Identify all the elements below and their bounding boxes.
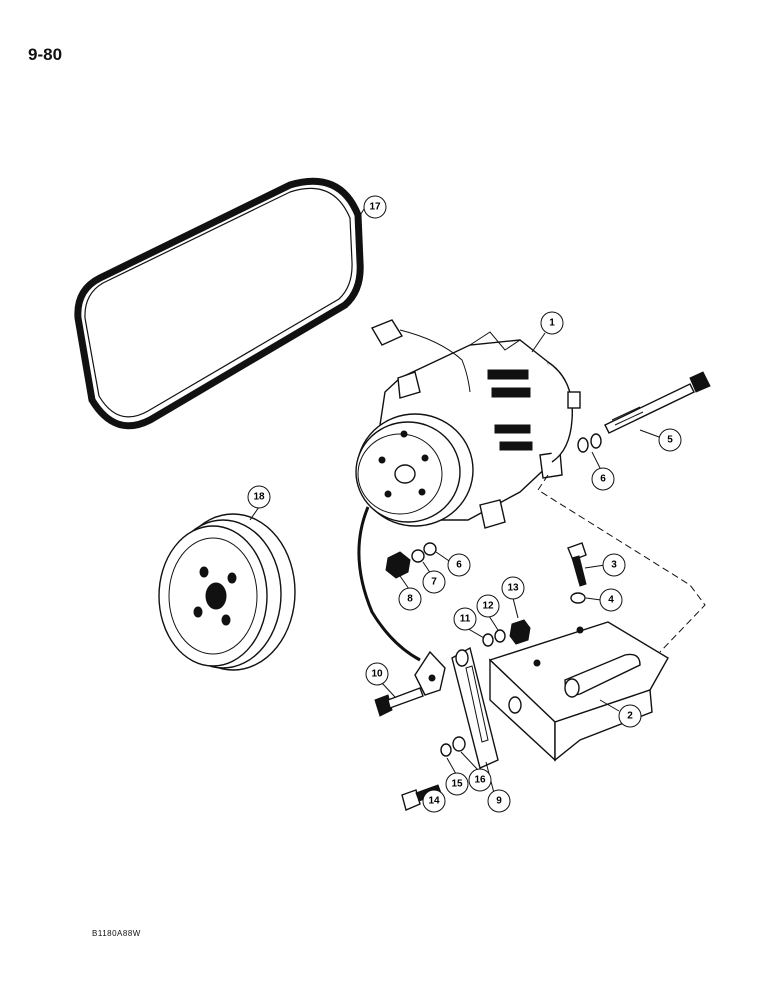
svg-text:9: 9 bbox=[496, 796, 502, 807]
svg-text:4: 4 bbox=[608, 595, 614, 606]
svg-text:2: 2 bbox=[627, 711, 633, 722]
callout-12: 12 bbox=[476, 594, 500, 618]
svg-text:3: 3 bbox=[611, 560, 617, 571]
svg-text:11: 11 bbox=[460, 614, 471, 625]
callout-10: 10 bbox=[365, 662, 389, 686]
long-bolt bbox=[604, 371, 711, 434]
svg-text:1: 1 bbox=[549, 318, 555, 329]
callout-2: 2 bbox=[618, 704, 642, 728]
callout-7: 7 bbox=[422, 570, 446, 594]
svg-text:12: 12 bbox=[482, 601, 494, 612]
compressor-washers bbox=[577, 433, 602, 453]
svg-text:7: 7 bbox=[431, 577, 437, 588]
callout-4: 4 bbox=[599, 588, 623, 612]
svg-text:5: 5 bbox=[667, 435, 673, 446]
svg-text:10: 10 bbox=[371, 669, 383, 680]
pulley bbox=[158, 513, 296, 671]
callout-6-lower: 6 bbox=[447, 553, 471, 577]
svg-text:17: 17 bbox=[369, 202, 381, 213]
mounting-bracket bbox=[488, 474, 706, 762]
terminal-bolt bbox=[374, 650, 446, 717]
nut-and-washers bbox=[385, 542, 437, 579]
callout-17: 17 bbox=[363, 195, 387, 219]
callout-8: 8 bbox=[398, 587, 422, 611]
small-hardware bbox=[482, 619, 531, 647]
svg-text:6: 6 bbox=[600, 474, 606, 485]
callout-6-upper: 6 bbox=[591, 467, 615, 491]
svg-text:8: 8 bbox=[407, 594, 413, 605]
svg-text:18: 18 bbox=[253, 492, 265, 503]
callout-15: 15 bbox=[445, 772, 469, 796]
figure-code: B1180A88W bbox=[92, 929, 141, 938]
callout-3: 3 bbox=[602, 553, 626, 577]
svg-text:14: 14 bbox=[428, 796, 440, 807]
callout-9: 9 bbox=[487, 789, 511, 813]
callout-18: 18 bbox=[247, 485, 271, 509]
adjusting-strap bbox=[451, 646, 499, 769]
page-number: 9-80 bbox=[28, 45, 63, 64]
drive-belt bbox=[74, 177, 364, 430]
short-bolt bbox=[567, 542, 587, 587]
callout-14: 14 bbox=[422, 789, 446, 813]
washer-4 bbox=[570, 592, 586, 604]
callout-16: 16 bbox=[468, 768, 492, 792]
compressor bbox=[355, 319, 581, 662]
callout-1: 1 bbox=[540, 311, 564, 335]
svg-text:6: 6 bbox=[456, 560, 462, 571]
svg-text:16: 16 bbox=[474, 775, 486, 786]
callout-11: 11 bbox=[453, 607, 477, 631]
svg-text:13: 13 bbox=[507, 583, 519, 594]
callout-5: 5 bbox=[658, 428, 682, 452]
callout-13: 13 bbox=[501, 576, 525, 600]
svg-text:15: 15 bbox=[451, 779, 463, 790]
